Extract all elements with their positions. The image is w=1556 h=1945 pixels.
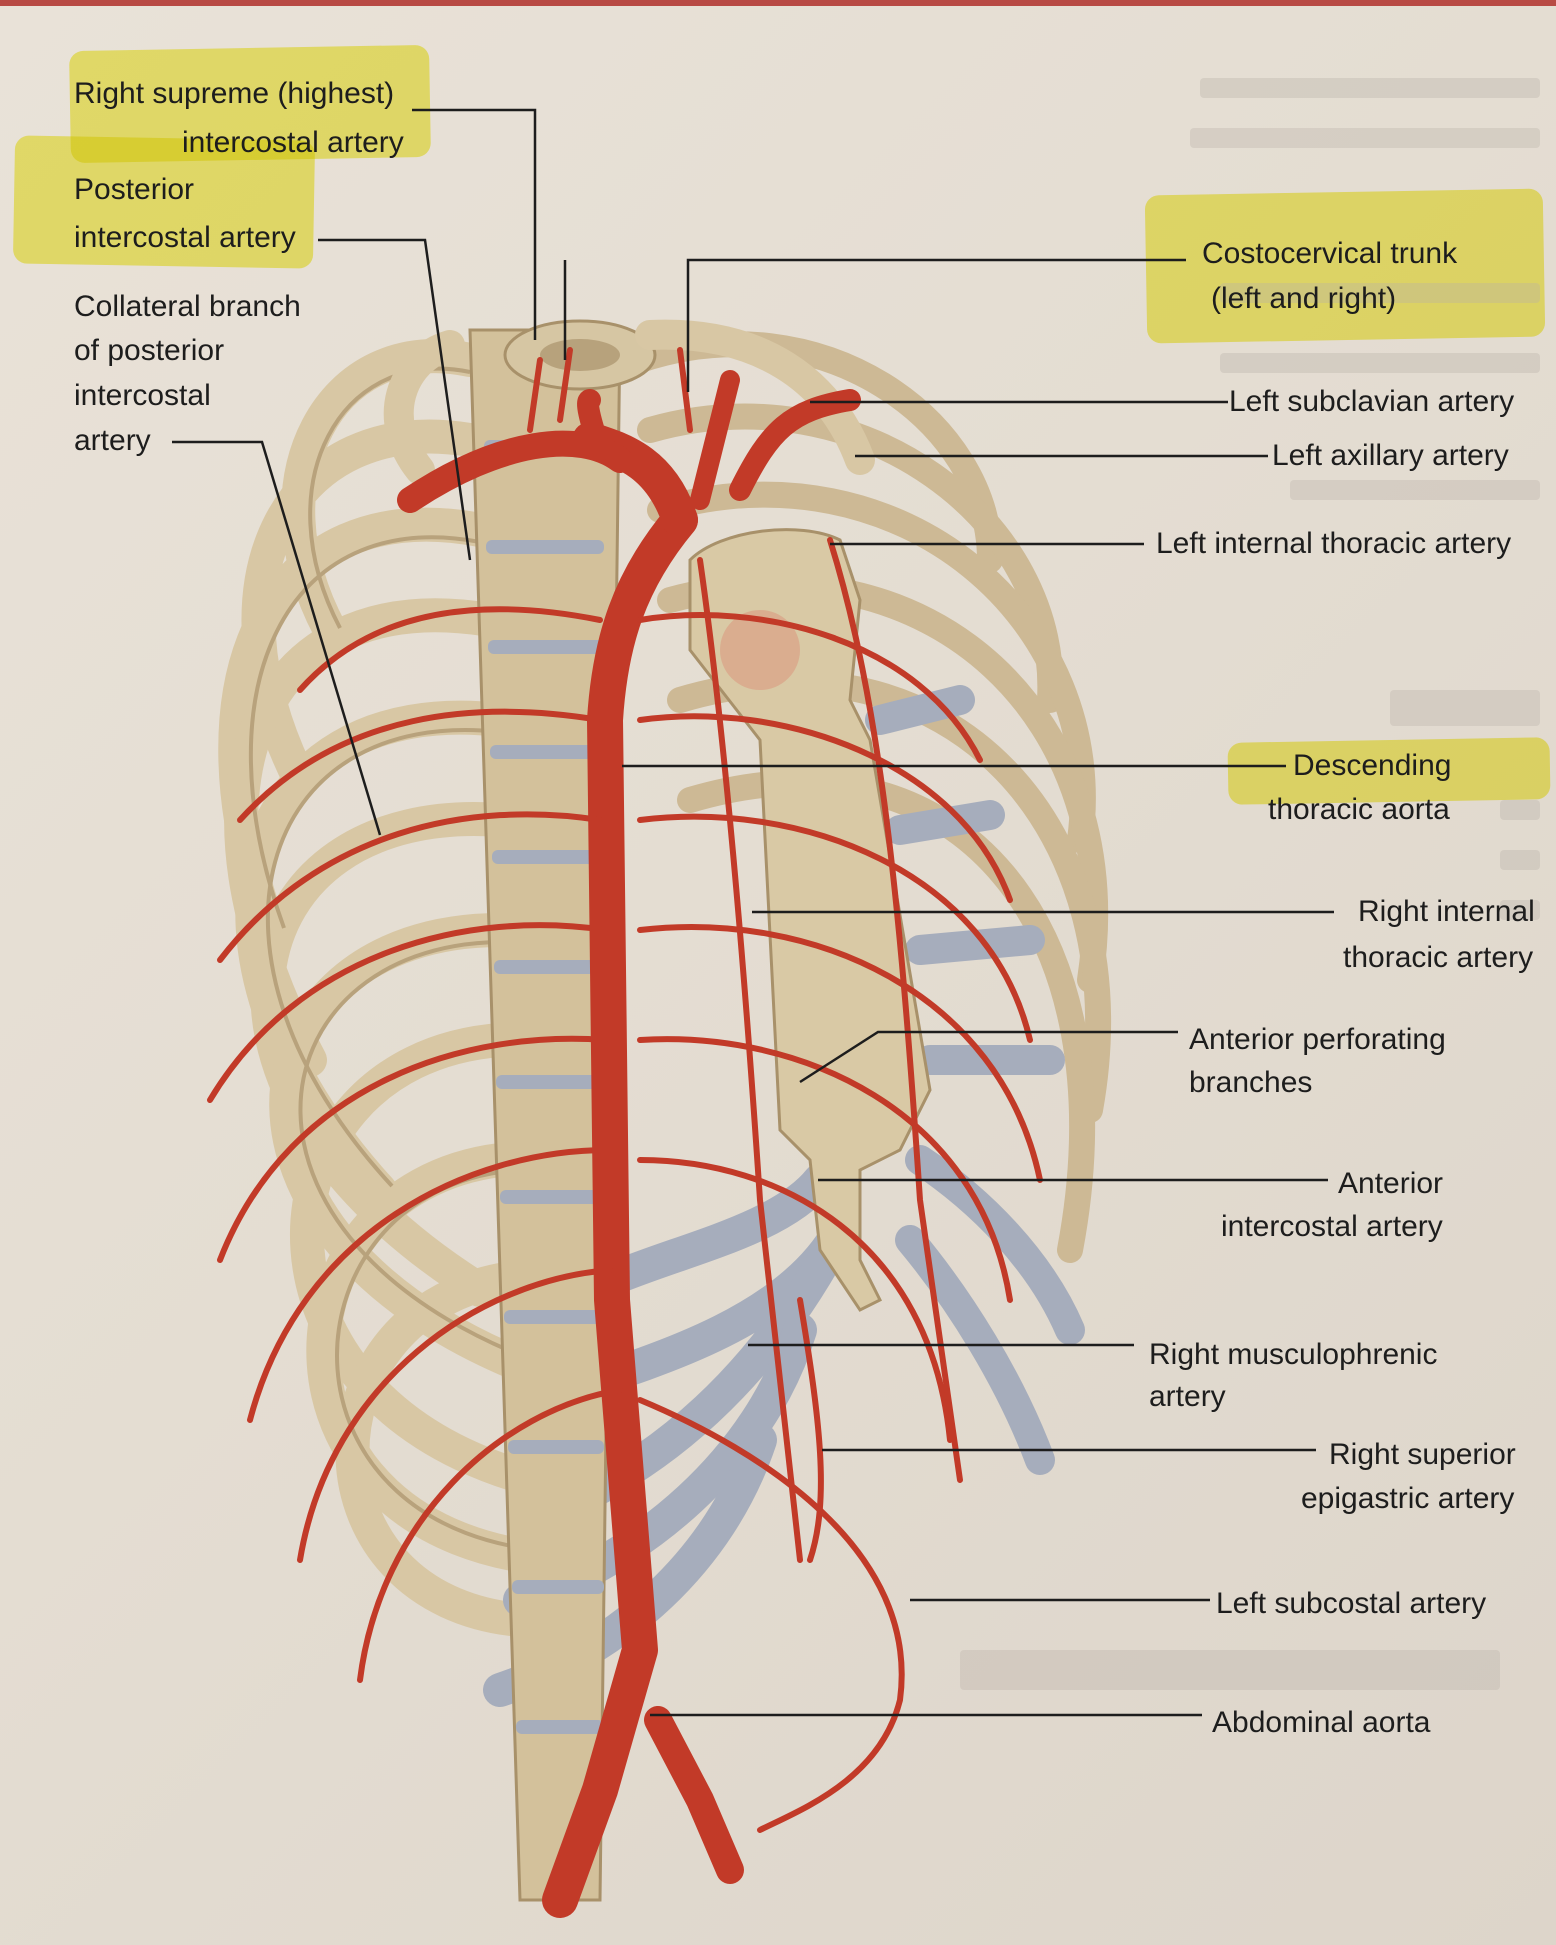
sternum bbox=[688, 528, 932, 1312]
right-internal-thoracic bbox=[697, 557, 803, 1563]
label-posterior-line1: Posterior bbox=[74, 173, 195, 206]
label-anterior-ic-line1: Anterior bbox=[1338, 1167, 1444, 1200]
top-rule bbox=[0, 0, 1556, 6]
label-posterior-line2: intercostal artery bbox=[74, 221, 296, 254]
leader-collateral bbox=[172, 440, 382, 836]
label-left-axillary: Left axillary artery bbox=[1272, 439, 1509, 472]
label-abdominal-aorta: Abdominal aorta bbox=[1212, 1706, 1431, 1739]
label-anterior-ic-line2: intercostal artery bbox=[1221, 1210, 1443, 1243]
label-descending-line1: Descending bbox=[1293, 749, 1452, 782]
label-right-internal-line1: Right internal bbox=[1358, 895, 1535, 928]
aorta-right-limb bbox=[644, 1706, 744, 1884]
label-right-internal-line2: thoracic artery bbox=[1343, 941, 1534, 974]
right-common-carotid bbox=[577, 389, 611, 461]
label-musculophrenic-line1: Right musculophrenic bbox=[1149, 1338, 1438, 1371]
label-right-supreme-line2: intercostal artery bbox=[182, 126, 404, 159]
label-costocervical-line2: (left and right) bbox=[1211, 282, 1397, 315]
leader-posterior bbox=[318, 238, 472, 561]
label-collateral-line4: artery bbox=[74, 424, 151, 457]
label-left-subclavian: Left subclavian artery bbox=[1229, 385, 1515, 418]
label-descending-line2: thoracic aorta bbox=[1268, 793, 1450, 826]
label-left-subcostal: Left subcostal artery bbox=[1216, 1587, 1487, 1620]
label-anterior-perf-line2: branches bbox=[1189, 1066, 1313, 1099]
label-musculophrenic-line2: artery bbox=[1149, 1380, 1226, 1413]
subcostal bbox=[637, 1397, 905, 1833]
arteries bbox=[207, 347, 1043, 1918]
vertebral-column bbox=[468, 319, 657, 1902]
label-costocervical-line1: Costocervical trunk bbox=[1202, 237, 1458, 270]
left-common-carotid bbox=[690, 370, 740, 510]
label-collateral-line1: Collateral branch bbox=[74, 290, 301, 323]
label-superior-epi-line2: epigastric artery bbox=[1301, 1482, 1515, 1515]
label-collateral-line3: intercostal bbox=[74, 379, 211, 412]
background-page-text bbox=[960, 78, 1540, 1690]
leader-costocervical bbox=[686, 258, 1186, 392]
label-left-internal-thoracic: Left internal thoracic artery bbox=[1156, 527, 1512, 560]
leader-right-supreme bbox=[412, 108, 537, 340]
label-right-supreme-line1: Right supreme (highest) bbox=[74, 77, 395, 110]
left-internal-thoracic bbox=[827, 537, 963, 1483]
label-anterior-perf-line1: Anterior perforating bbox=[1189, 1023, 1446, 1056]
label-collateral-line2: of posterior bbox=[74, 334, 225, 367]
left-subclavian-artery bbox=[729, 389, 861, 501]
label-superior-epi-line1: Right superior bbox=[1329, 1438, 1516, 1471]
first-ribs bbox=[383, 319, 875, 485]
descending-aorta bbox=[542, 502, 698, 1918]
leader-anterior-perf bbox=[799, 1030, 1178, 1084]
